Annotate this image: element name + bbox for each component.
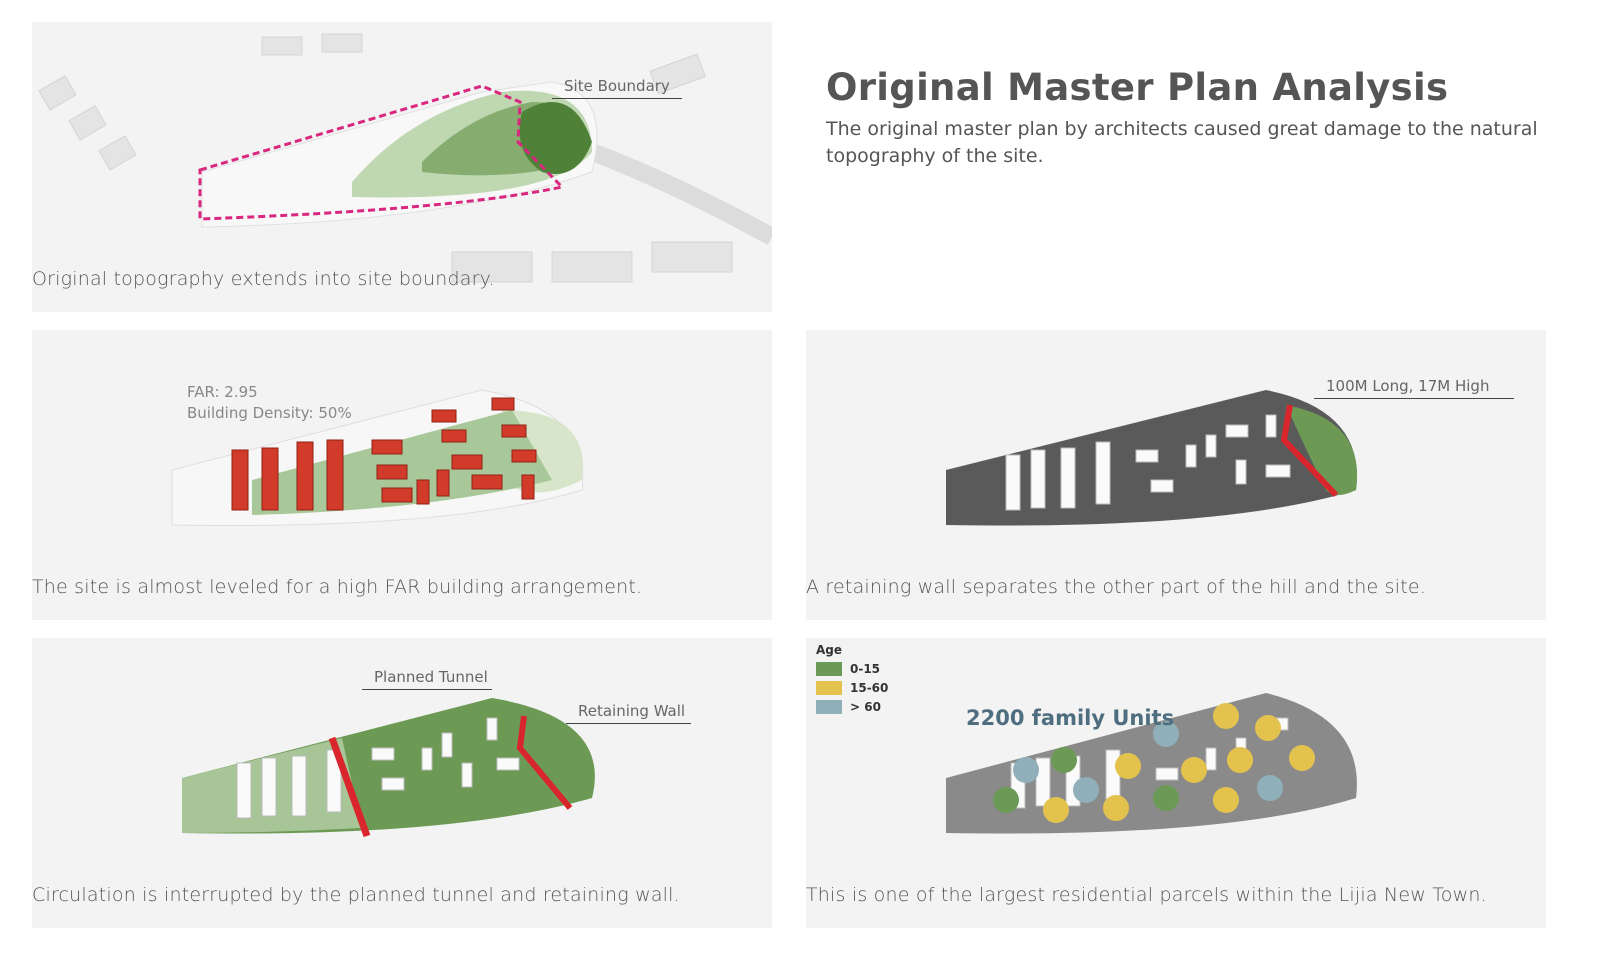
wall-dimension-label: 100M Long, 17M High (1326, 377, 1490, 395)
page-title: Original Master Plan Analysis (826, 66, 1449, 109)
retaining-map (946, 390, 1358, 526)
tunnel-line (328, 736, 371, 838)
wall-leader (566, 723, 691, 724)
density-map (171, 389, 584, 527)
units-label: 2200 family Units (966, 706, 1175, 730)
age-legend: Age 0-15 15-60 > 60 (816, 643, 888, 714)
residents-map (946, 693, 1357, 834)
legend-row-senior: > 60 (816, 700, 888, 714)
far-value: FAR: 2.95 (187, 383, 258, 401)
page-subtitle: The original master plan by architects c… (826, 118, 1538, 167)
panel-circulation: Planned Tunnel Retaining Wall Circulatio… (32, 638, 772, 928)
legend-swatch-young (816, 662, 842, 676)
legend-swatch-adult (816, 681, 842, 695)
legend-label-adult: 15-60 (850, 681, 889, 695)
legend-title: Age (816, 643, 843, 657)
topography-map (38, 33, 772, 283)
caption-retaining: A retaining wall separates the other par… (806, 576, 1427, 598)
site-boundary-leader (552, 98, 682, 99)
panel-topography: Site Boundary Original topography extend… (32, 22, 772, 312)
legend-row-adult: 15-60 (816, 681, 888, 695)
circulation-map (182, 698, 595, 838)
panel-density: FAR: 2.95 Building Density: 50% The site… (32, 330, 772, 620)
wall-label: Retaining Wall (578, 702, 686, 720)
circulation-wall-line (516, 715, 573, 810)
far-annotation: FAR: 2.95 Building Density: 50% (187, 382, 352, 424)
legend-label-young: 0-15 (850, 662, 881, 676)
caption-topography: Original topography extends into site bo… (32, 268, 495, 290)
panel-residents: Age 0-15 15-60 > 60 2200 family Units Th… (806, 638, 1546, 928)
caption-density: The site is almost leveled for a high FA… (32, 576, 643, 598)
legend-row-young: 0-15 (816, 662, 888, 676)
site-boundary-label: Site Boundary (564, 77, 670, 95)
age-icons (993, 703, 1315, 823)
legend-label-senior: > 60 (850, 700, 881, 714)
retaining-wall-line (1280, 404, 1339, 498)
tunnel-leader (362, 689, 492, 690)
site-boundary-line (198, 84, 565, 221)
wall-dimension-leader (1314, 398, 1514, 399)
tunnel-label: Planned Tunnel (374, 668, 488, 686)
caption-residents: This is one of the largest residential p… (806, 884, 1487, 906)
caption-circulation: Circulation is interrupted by the planne… (32, 884, 680, 906)
density-value: Building Density: 50% (187, 404, 352, 422)
legend-swatch-senior (816, 700, 842, 714)
panel-retaining: 100M Long, 17M High A retaining wall sep… (806, 330, 1546, 620)
